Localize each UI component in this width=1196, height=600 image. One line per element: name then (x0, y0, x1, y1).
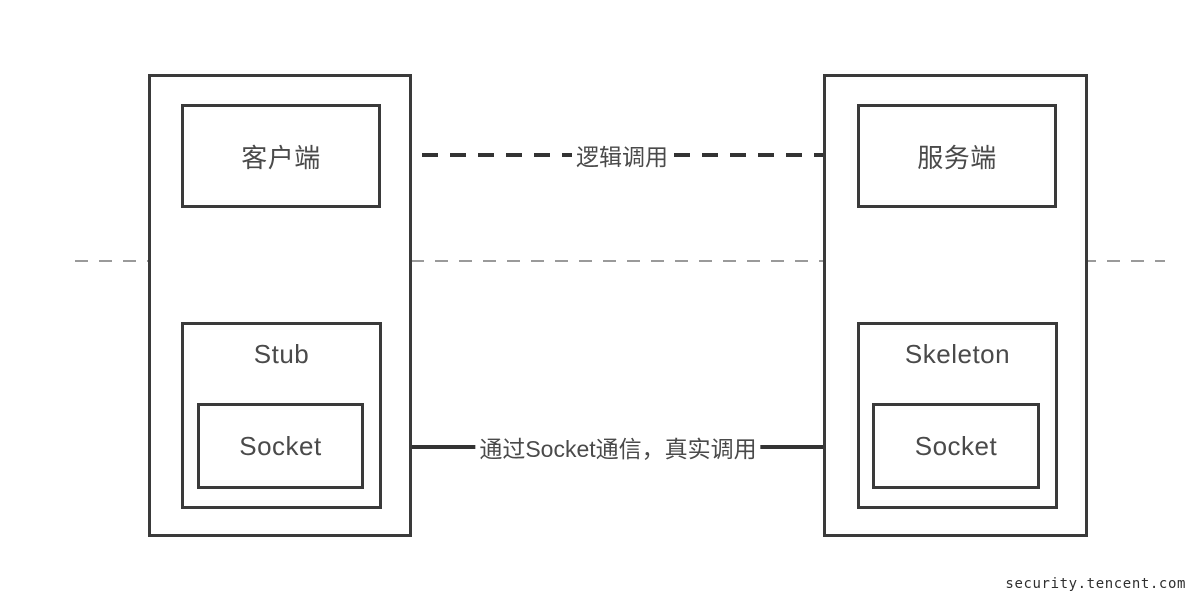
server-box-label: 服务端 (917, 142, 997, 173)
logic-call-label: 逻辑调用 (572, 138, 672, 172)
client-socket-label: Socket (239, 430, 322, 461)
socket-call-label: 通过Socket通信，真实调用 (475, 430, 761, 464)
client-box[interactable]: 客户端 (181, 104, 381, 208)
client-box-label: 客户端 (241, 142, 321, 173)
server-box[interactable]: 服务端 (857, 104, 1057, 208)
client-socket-box[interactable]: Socket (197, 403, 364, 489)
stub-box-label: Stub (253, 339, 310, 369)
server-socket-box[interactable]: Socket (872, 403, 1040, 489)
skeleton-box-label: Skeleton (904, 339, 1011, 369)
server-socket-label: Socket (914, 430, 998, 461)
watermark-text: security.tencent.com (1005, 576, 1186, 592)
